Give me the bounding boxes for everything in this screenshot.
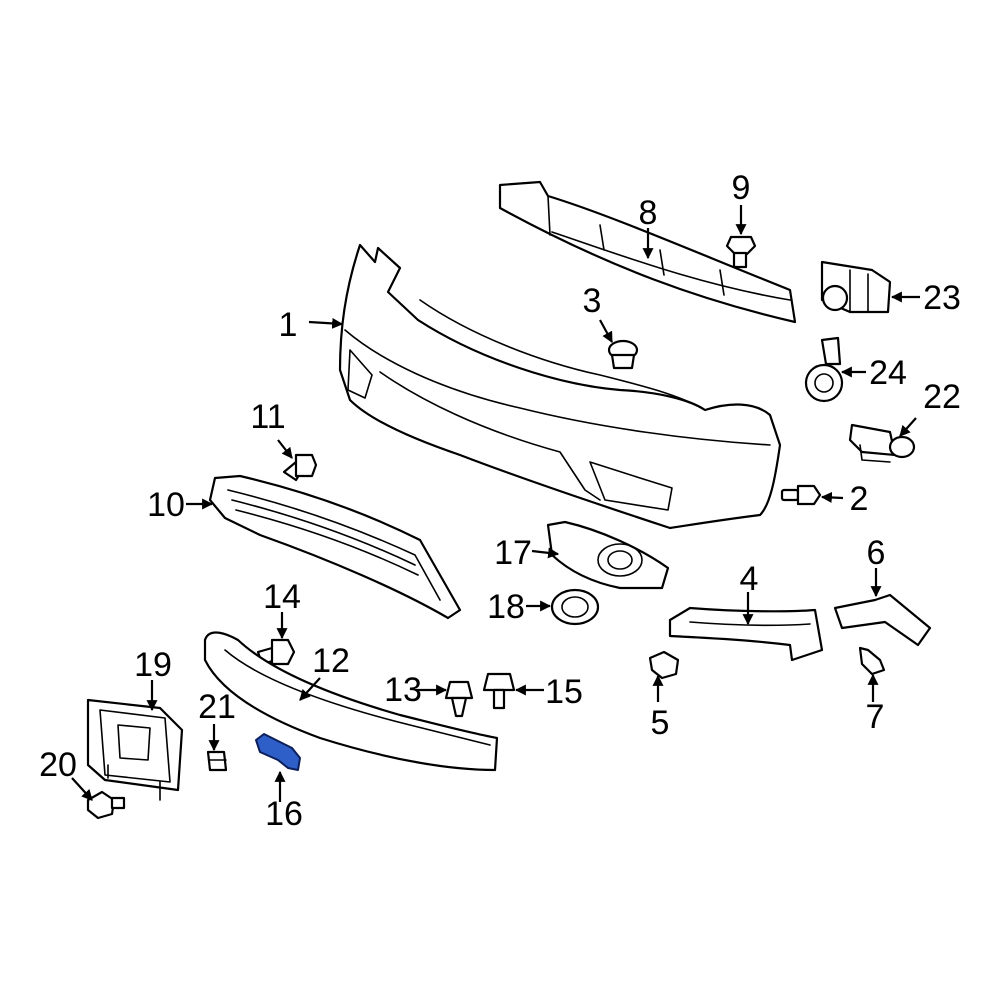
part-21-nut[interactable] <box>206 750 228 772</box>
part-19-license-bracket[interactable] <box>86 698 184 801</box>
callout-1: 1 <box>279 306 298 344</box>
callout-14: 14 <box>263 578 301 616</box>
callout-24: 24 <box>869 354 907 392</box>
part-9-bolt[interactable] <box>725 235 757 269</box>
callout-4: 4 <box>740 560 759 598</box>
callout-15: 15 <box>545 673 583 711</box>
callout-16: 16 <box>265 795 303 833</box>
part-24-retainer[interactable] <box>804 336 844 403</box>
callout-3: 3 <box>583 282 602 320</box>
part-20-screw[interactable] <box>86 790 126 820</box>
leader-22 <box>899 417 917 437</box>
leader-12 <box>299 677 321 701</box>
callout-11: 11 <box>250 398 285 436</box>
callout-8: 8 <box>639 194 658 232</box>
leader-arrows <box>71 205 920 802</box>
callout-22: 22 <box>923 378 961 416</box>
part-11-screw[interactable] <box>282 453 318 482</box>
part-2-screw[interactable] <box>780 484 822 506</box>
leader-3 <box>599 319 613 343</box>
callout-7: 7 <box>866 698 885 736</box>
part-5-bolt[interactable] <box>648 650 680 680</box>
callout-20: 20 <box>39 746 77 784</box>
callout-23: 23 <box>923 279 961 317</box>
leader-1 <box>308 317 344 329</box>
callout-2: 2 <box>850 480 869 518</box>
callout-19: 19 <box>134 646 172 684</box>
callout-9: 9 <box>732 169 751 207</box>
part-14-screw[interactable] <box>256 638 296 666</box>
part-4-bracket[interactable] <box>668 606 824 662</box>
callout-17: 17 <box>494 534 532 572</box>
callout-labels: 1 2 3 4 5 6 7 8 9 10 11 12 13 14 15 16 1… <box>39 169 961 833</box>
part-22-sensor[interactable] <box>848 423 916 463</box>
leader-11 <box>277 439 293 459</box>
part-13-clip[interactable] <box>444 680 474 718</box>
callout-13: 13 <box>384 671 422 709</box>
leader-20 <box>71 777 93 801</box>
callout-18: 18 <box>487 588 525 626</box>
part-16-clip-highlighted[interactable] <box>255 733 301 771</box>
part-6-bracket[interactable] <box>833 593 932 647</box>
part-17-fog-bezel[interactable] <box>546 520 670 590</box>
part-3-clip[interactable] <box>607 339 639 370</box>
part-15-screw[interactable] <box>482 672 516 710</box>
callout-6: 6 <box>867 534 886 572</box>
part-18-fog-lamp[interactable] <box>550 588 600 626</box>
part-7-clip[interactable] <box>858 646 886 676</box>
callout-21: 21 <box>198 688 236 726</box>
part-23-sensor[interactable] <box>820 260 892 314</box>
callout-10: 10 <box>147 486 185 524</box>
callout-12: 12 <box>312 642 350 680</box>
leader-2 <box>820 491 844 503</box>
callout-5: 5 <box>651 704 670 742</box>
part-10-grille[interactable] <box>208 474 462 620</box>
leader-17 <box>531 547 560 559</box>
part-1-bumper-cover[interactable] <box>338 243 782 530</box>
